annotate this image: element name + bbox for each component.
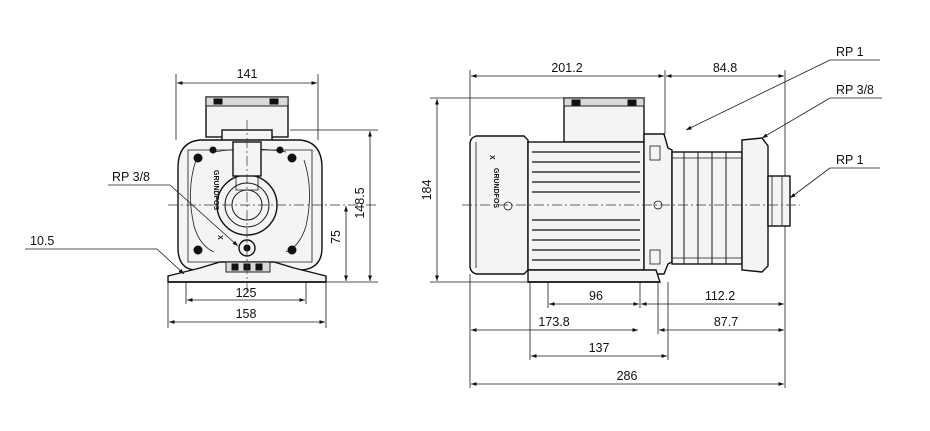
dim-201-2: 201.2	[551, 61, 582, 75]
dim-75: 75	[329, 230, 343, 244]
side-view: GRUNDFOS X	[420, 45, 882, 388]
dim-158: 158	[236, 307, 257, 321]
dim-125: 125	[236, 286, 257, 300]
dim-148-5: 148.5	[353, 187, 367, 218]
motor-fins	[532, 151, 640, 261]
dim-87-7: 87.7	[714, 315, 738, 329]
dim-141: 141	[237, 67, 258, 81]
dim-173-8: 173.8	[538, 315, 569, 329]
side-adapter	[643, 133, 673, 275]
side-pump-stages	[671, 151, 743, 265]
dim-137: 137	[589, 341, 610, 355]
svg-text:X: X	[488, 155, 495, 160]
front-brand-text: GRUNDFOS	[212, 170, 219, 210]
dim-184: 184	[420, 180, 434, 201]
dim-84-8: 84.8	[713, 61, 737, 75]
svg-text:X: X	[216, 235, 223, 240]
front-label-rp38: RP 3/8	[112, 170, 150, 184]
side-label-rp1-inlet: RP 1	[836, 153, 864, 167]
side-motor-body	[527, 141, 645, 271]
dim-112-2: 112.2	[705, 289, 735, 303]
side-label-rp1-top: RP 1	[836, 45, 864, 59]
dim-10-5: 10.5	[30, 234, 54, 248]
side-base-foot	[527, 269, 661, 283]
side-label-rp38: RP 3/8	[836, 83, 874, 97]
dim-286: 286	[617, 369, 638, 383]
side-brand-text: GRUNDFOS	[492, 168, 499, 208]
front-view: GRUNDFOS X 141 148.5 75 125 158	[25, 67, 378, 328]
dim-96: 96	[589, 289, 603, 303]
